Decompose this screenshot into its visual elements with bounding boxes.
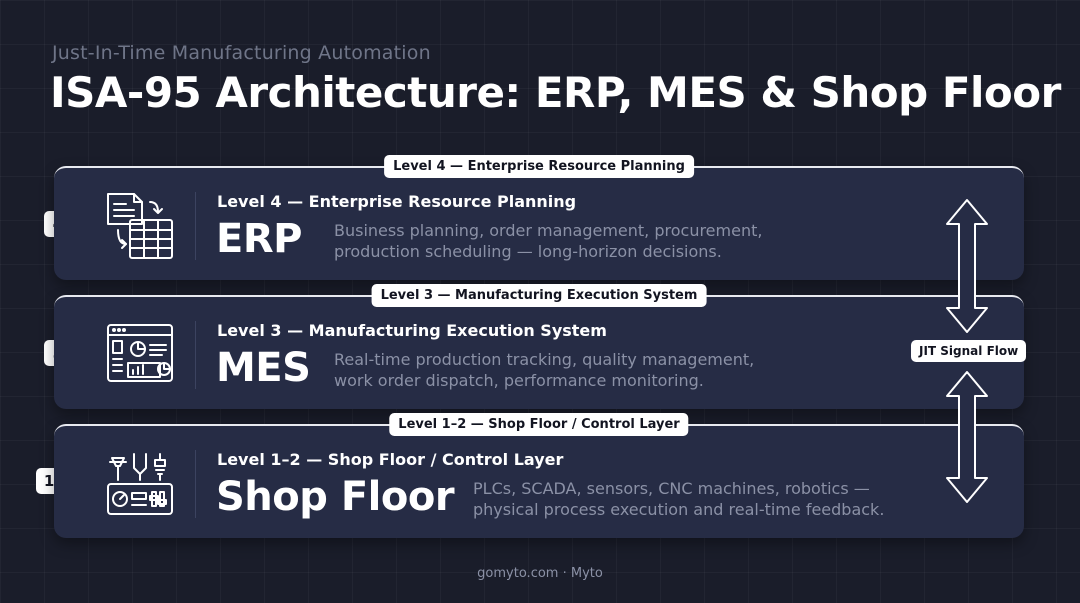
layer-desc-line: physical process execution and real-time… [473, 500, 885, 519]
layer-tab-shop-floor: Level 1–2 — Shop Floor / Control Layer [389, 413, 689, 436]
layer-desc-line: production scheduling — long-horizon dec… [334, 242, 722, 261]
double-arrow-upper-icon [946, 199, 988, 333]
layer-heading-erp: Level 4 — Enterprise Resource Planning [217, 192, 577, 211]
layer-desc-line: work order dispatch, performance monitor… [334, 371, 704, 390]
layer-mes: Level 3 — Manufacturing Execution System [54, 284, 1024, 409]
spreadsheet-sync-icon [104, 190, 176, 262]
layer-tab-mes: Level 3 — Manufacturing Execution System [371, 284, 707, 307]
page-subtitle: Just-In-Time Manufacturing Automation [52, 42, 431, 64]
layer-description-shop-floor: PLCs, SCADA, sensors, CNC machines, robo… [473, 478, 884, 520]
layer-desc-line: Business planning, order management, pro… [334, 221, 763, 240]
layer-name-mes: MES [216, 345, 311, 391]
dashboard-icon [104, 319, 176, 391]
layer-name-shop-floor: Shop Floor [216, 474, 455, 520]
jit-signal-flow-label: JIT Signal Flow [911, 340, 1027, 362]
layer-divider [195, 321, 196, 389]
footer-credit: gomyto.com · Myto [477, 566, 603, 581]
layer-erp: Level 4 — Enterprise Resource Planning L… [54, 155, 1024, 280]
layer-desc-line: PLCs, SCADA, sensors, CNC machines, robo… [473, 479, 870, 498]
layer-shop-floor: Level 1–2 — Shop Floor / Control Layer L… [54, 413, 1024, 538]
layer-description-erp: Business planning, order management, pro… [334, 220, 762, 262]
layer-heading-shop-floor: Level 1–2 — Shop Floor / Control Layer [217, 450, 564, 469]
layer-name-erp: ERP [216, 216, 302, 262]
control-panel-icon [104, 448, 176, 520]
layer-divider [195, 450, 196, 518]
layer-tab-erp: Level 4 — Enterprise Resource Planning [384, 155, 694, 178]
layer-desc-line: Real-time production tracking, quality m… [334, 350, 755, 369]
double-arrow-lower-icon [946, 371, 988, 503]
layer-description-mes: Real-time production tracking, quality m… [334, 349, 754, 391]
layer-divider [195, 192, 196, 260]
page-title: ISA-95 Architecture: ERP, MES & Shop Flo… [50, 68, 1061, 117]
layer-heading-mes: Level 3 — Manufacturing Execution System [217, 321, 607, 340]
